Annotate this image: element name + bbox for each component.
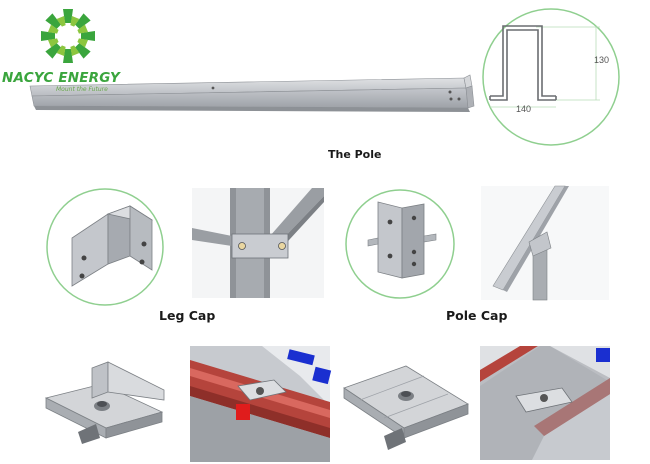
- logo-text: NACYC ENERGY: [2, 70, 120, 86]
- pole-rail-image: [29, 74, 475, 112]
- logo-sunburst-icon: [41, 9, 95, 63]
- pole-cap-caption: Pole Cap: [446, 308, 508, 323]
- pole-height-label: 130: [594, 55, 610, 65]
- logo-tagline: Mount the Future: [56, 86, 108, 93]
- leg-cap-detail: [46, 188, 164, 306]
- end-clamp-installed-image: [190, 346, 332, 462]
- pole-width-label: 140: [516, 104, 532, 114]
- pole-cap-installed-image: [481, 185, 609, 301]
- pole-cap-detail: [345, 189, 455, 299]
- mid-clamp-image: [343, 365, 469, 450]
- pole-section-detail: [482, 8, 620, 146]
- mid-clamp-installed-image: [480, 346, 610, 460]
- leg-cap-caption: Leg Cap: [159, 308, 216, 323]
- end-clamp-image: [44, 361, 165, 444]
- pole-caption: The Pole: [328, 148, 382, 161]
- leg-cap-installed-image: [192, 188, 324, 298]
